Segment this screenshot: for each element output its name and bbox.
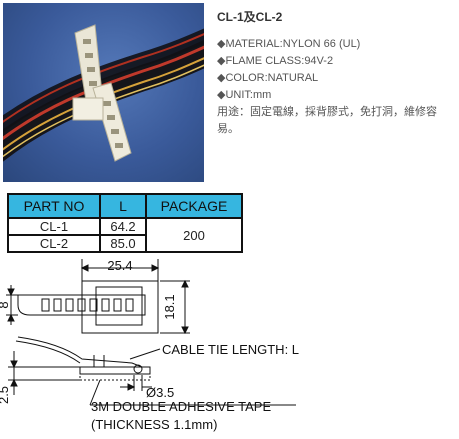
parts-table: PART NO L PACKAGE CL-1 64.2 200 CL-2 85.… [7,193,243,253]
adhesive-tape-label: 3M DOUBLE ADHESIVE TAPE [91,399,271,414]
cell-l: 85.0 [99,234,147,253]
spec-list: ◆MATERIAL:NYLON 66 (UL) ◆FLAME CLASS:94V… [217,36,455,138]
dim-left-label: 8 [0,301,11,308]
spec-usage: 用途：固定電線，採背膠式，免打洞，維修容易。 [217,106,437,135]
table-row: CL-2 85.0 [7,234,242,253]
spec-color: ◆COLOR:NATURAL [217,72,319,84]
cable-clip-photo [3,24,204,162]
spec-flame-class: ◆FLAME CLASS:94V-2 [217,55,334,67]
dim-height-label: 18.1 [162,294,177,319]
dim-hole-label: Ø3.5 [146,385,174,400]
cell-part-no: CL-2 [7,234,101,253]
header-part-no: PART NO [7,193,101,219]
technical-drawing: 25.4 18.1 8 CABLE TIE LENGTH: L Ø3.5 2.5… [0,258,299,432]
table-header-row: PART NO L PACKAGE [7,193,243,219]
dim-width-label: 25.4 [107,258,132,273]
product-photo [3,3,204,182]
spec-material: ◆MATERIAL:NYLON 66 (UL) [217,38,361,50]
product-title: CL-1及CL-2 [217,10,283,24]
thickness-label: (THICKNESS 1.1mm) [91,417,217,432]
header-package: PACKAGE [145,193,243,219]
table-row: CL-1 64.2 200 [7,217,243,253]
dim-base-label: 2.5 [0,386,11,404]
cable-tie-length-label: CABLE TIE LENGTH: L [162,342,299,357]
header-l: L [99,193,147,219]
spec-unit: ◆UNIT:mm [217,89,272,101]
cell-l: 64.2 [99,217,147,236]
cell-part-no: CL-1 [7,217,101,236]
cell-package: 200 [145,217,243,253]
